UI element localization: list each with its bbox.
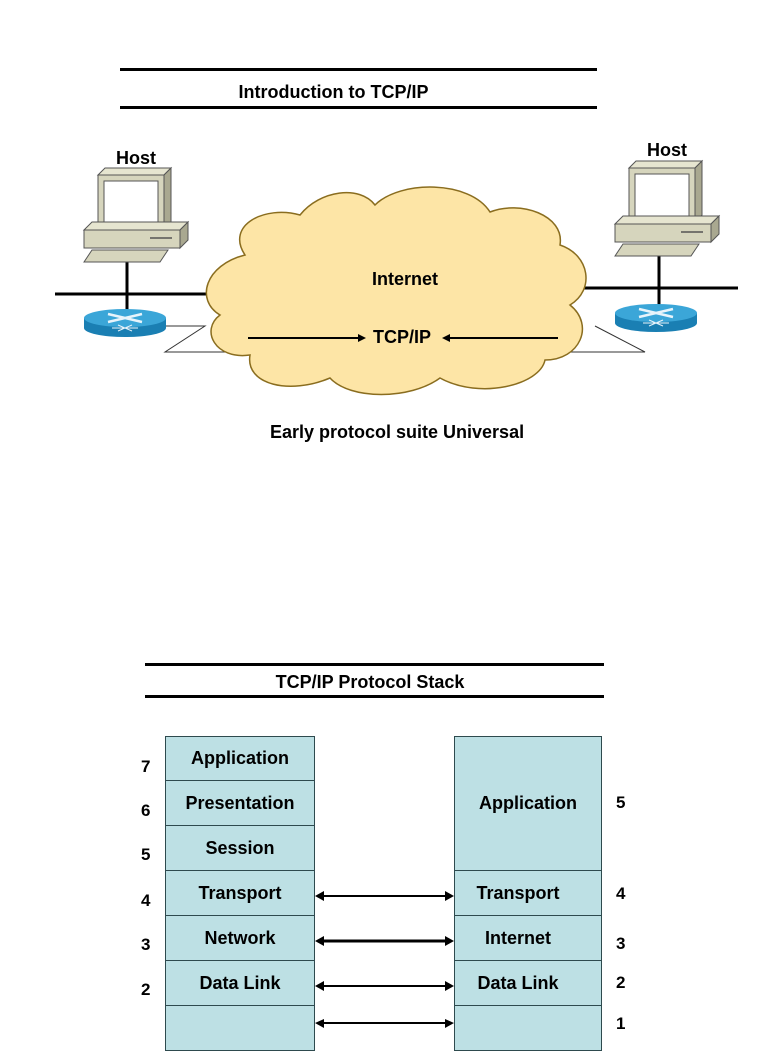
right-arrowhead	[442, 334, 450, 342]
tcpip-layer-application: Application	[454, 736, 602, 871]
tcpip-layer-number: 2	[616, 973, 626, 992]
osi-layer-data-link: Data Link	[165, 960, 315, 1006]
osi-layer-network: Network	[165, 915, 315, 961]
stack-title-rule-bottom	[145, 695, 604, 698]
right-serial-link	[560, 325, 646, 353]
protocol-label: TCP/IP	[373, 327, 432, 347]
mapping-arrow-transport	[315, 891, 454, 901]
osi-layer-number: 5	[141, 845, 151, 864]
tcpip-layer-transport: Transport	[454, 870, 602, 916]
slide-title-intro: Introduction to TCP/IP	[238, 82, 429, 102]
slide-title-stack: TCP/IP Protocol Stack	[275, 672, 465, 692]
osi-layer-presentation: Presentation	[165, 780, 315, 826]
mapping-arrow-network	[315, 936, 454, 946]
left-arrowhead	[358, 334, 366, 342]
stack-title-rule-top	[145, 663, 604, 666]
title-rule-top	[120, 68, 597, 71]
tcpip-layer-number: 3	[616, 934, 626, 953]
router-right-icon	[615, 304, 697, 332]
osi-layer-number: 4	[141, 891, 151, 910]
left-serial-link	[155, 325, 250, 353]
host-right-label: Host	[647, 140, 687, 160]
osi-layer-number: 2	[141, 980, 151, 999]
osi-layer-number: 7	[141, 757, 151, 776]
slide-caption: Early protocol suite Universal	[270, 422, 525, 442]
cloud-label: Internet	[372, 269, 439, 289]
internet-cloud	[205, 186, 587, 396]
tcpip-layer-number: 5	[616, 793, 626, 812]
layer-mapping-arrows	[315, 891, 454, 1028]
network-diagram	[55, 159, 738, 396]
osi-layer-session: Session	[165, 825, 315, 871]
host-left-label: Host	[116, 148, 156, 168]
host-computer-right-icon	[613, 159, 721, 257]
mapping-arrow-data-link	[315, 981, 454, 991]
router-left-icon	[84, 309, 166, 337]
osi-layer-number: 6	[141, 801, 151, 820]
tcpip-layer-number: 4	[616, 884, 626, 903]
host-computer-left-icon	[82, 166, 190, 263]
osi-layer-transport: Transport	[165, 870, 315, 916]
osi-layer-number: 3	[141, 935, 151, 954]
title-rule-bottom	[120, 106, 597, 109]
osi-layer-application: Application	[165, 736, 315, 781]
